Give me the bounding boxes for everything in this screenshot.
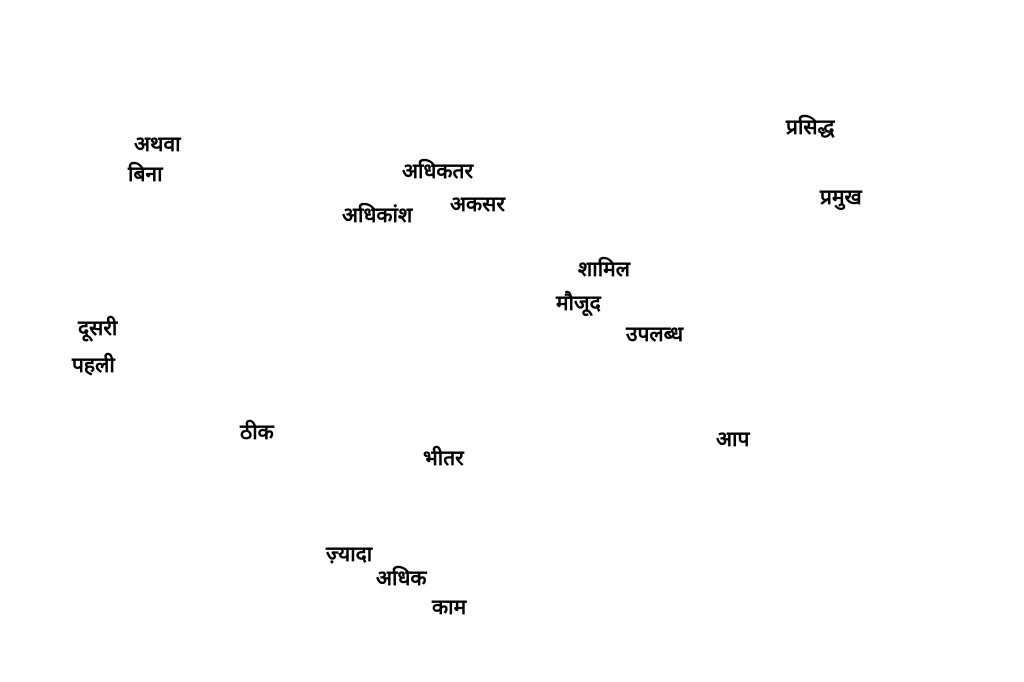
word-aksar: अकसर xyxy=(450,191,505,216)
word-aap: आप xyxy=(716,426,750,451)
word-doosri: दूसरी xyxy=(78,315,118,340)
word-bina: बिना xyxy=(128,161,163,186)
word-kaam: काम xyxy=(432,594,467,619)
word-prasiddh: प्रसिद्ध xyxy=(786,114,835,139)
word-adhikansh: अधिकांश xyxy=(342,202,413,227)
word-pramukh: प्रमुख xyxy=(820,184,862,209)
word-adhiktar: अधिकतर xyxy=(402,158,474,183)
word-maujood: मौजूद xyxy=(556,290,601,315)
word-zyada: ज़्यादा xyxy=(326,541,373,566)
word-adhik: अधिक xyxy=(376,565,427,590)
word-theek: ठीक xyxy=(240,419,274,444)
word-athva: अथवा xyxy=(134,131,181,156)
word-pehli: पहली xyxy=(72,352,115,377)
word-shamil: शामिल xyxy=(578,256,630,281)
word-uplabdh: उपलब्ध xyxy=(626,321,684,346)
word-bheetar: भीतर xyxy=(423,445,464,470)
